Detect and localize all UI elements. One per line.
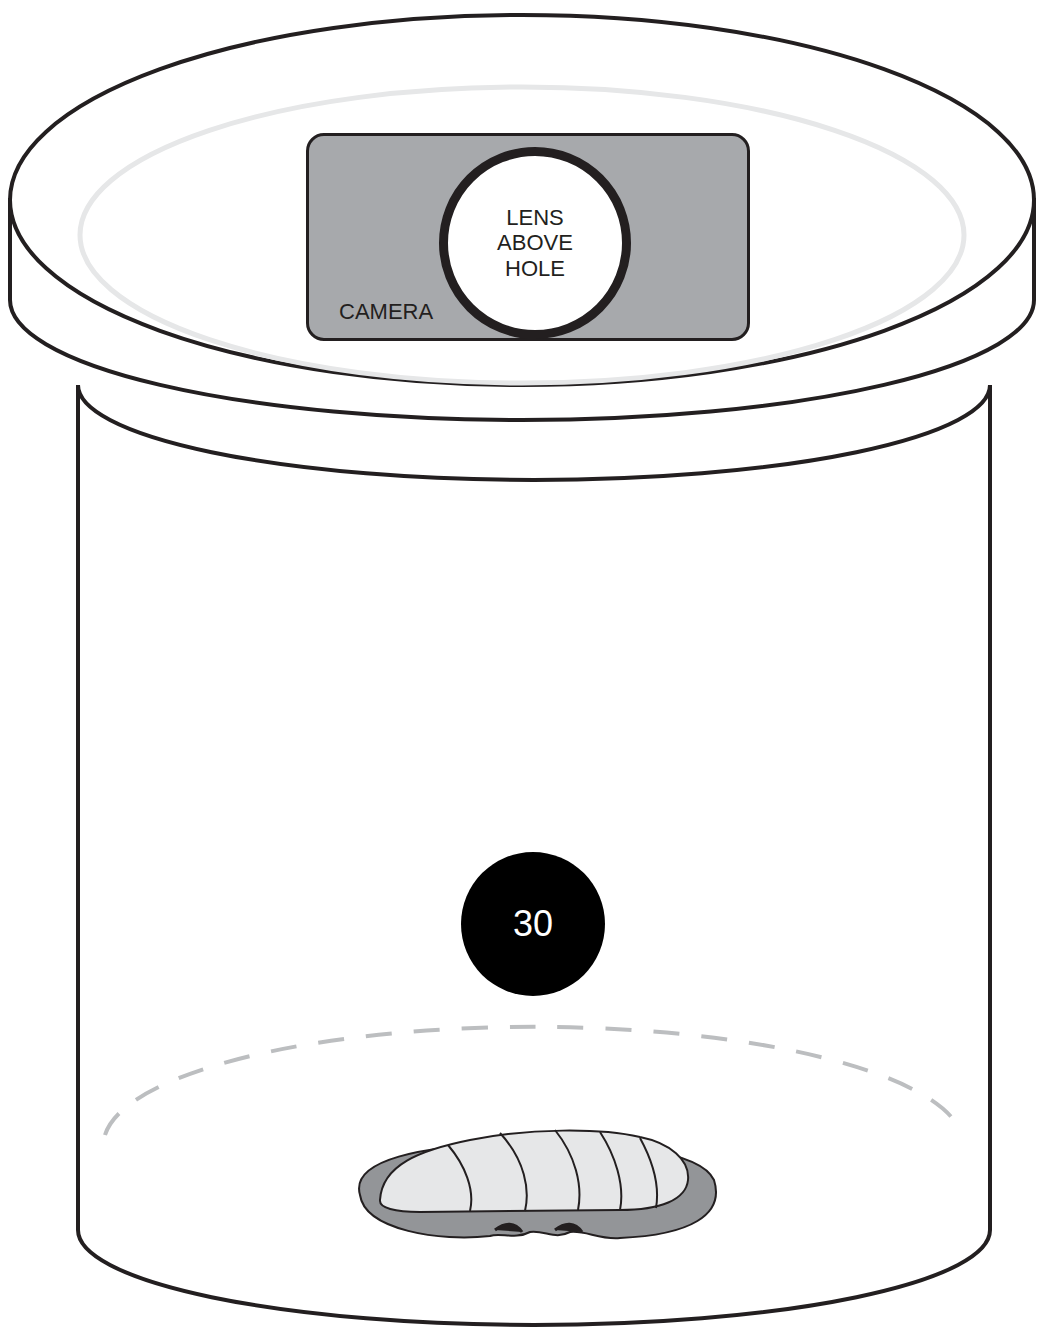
callout-number: 30 xyxy=(513,903,553,944)
lid-inner-ring xyxy=(80,87,964,383)
lens-circle: LENS ABOVE HOLE xyxy=(439,147,631,339)
node-label: CAMERA xyxy=(339,299,433,324)
camera-body: CAMERA LENS ABOVE HOLE xyxy=(306,133,750,341)
pupa xyxy=(359,1130,716,1238)
floor-outline xyxy=(105,1027,962,1135)
number-disc: 30 xyxy=(461,852,605,996)
node-label: LENS ABOVE HOLE xyxy=(488,205,583,281)
lid-top xyxy=(10,15,1034,385)
container-body xyxy=(78,385,990,1325)
